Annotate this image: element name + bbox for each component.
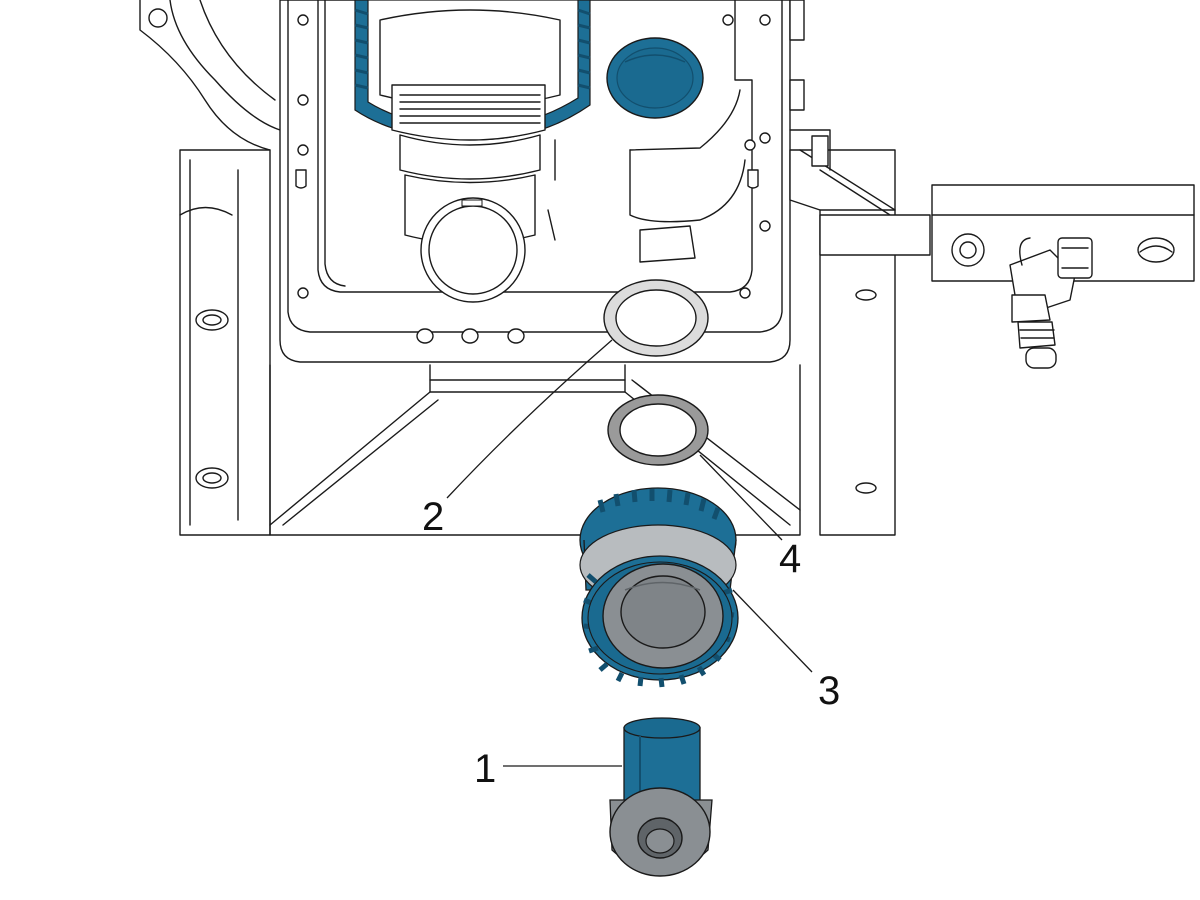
part-2-thrust-washer (603, 279, 709, 357)
leader-line-2 (446, 339, 613, 499)
valve-bracket (819, 184, 1195, 369)
leader-line-4 (699, 454, 783, 541)
callout-4: 4 (779, 537, 801, 581)
callout-2: 2 (422, 495, 444, 539)
part-4-thrust-washer (607, 394, 709, 466)
upper-shaft-gear (354, 0, 591, 303)
housing-bolts (295, 14, 771, 299)
blue-plug (606, 37, 704, 119)
callout-3: 3 (818, 669, 840, 713)
callout-1: 1 (474, 747, 496, 791)
leader-line-3 (732, 589, 813, 673)
leader-lines (446, 339, 813, 767)
part-3-gear-cluster (579, 487, 739, 688)
part-1-bushing (609, 717, 713, 877)
